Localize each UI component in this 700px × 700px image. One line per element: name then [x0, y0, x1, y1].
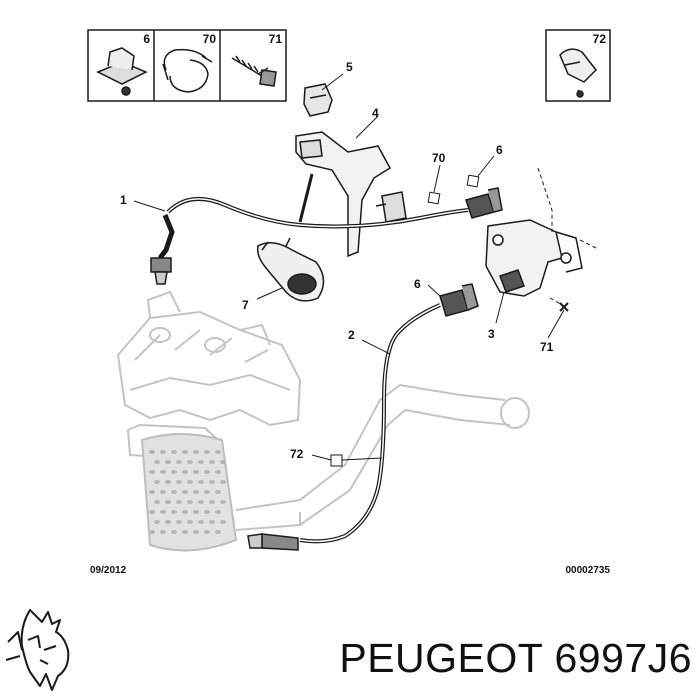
marker-6-square [466, 174, 480, 188]
drawing-number: 00002735 [566, 565, 611, 576]
callout-2: 2 [348, 328, 355, 342]
inset-label-6: 6 [143, 32, 150, 46]
bracket-part-4-icon [295, 131, 407, 258]
inset-label-72: 72 [593, 32, 607, 46]
diagram-date: 09/2012 [90, 565, 127, 576]
inset-box-72 [545, 29, 611, 102]
clip-part-6-icon [96, 47, 148, 96]
marker-72-square [330, 454, 343, 467]
bolt-part-71-icon [231, 55, 277, 87]
inset-label-70: 70 [203, 32, 217, 46]
catalytic-converter-ghost [140, 433, 238, 552]
oxygen-sensor-2-icon [247, 283, 479, 551]
callout-7: 7 [242, 298, 249, 312]
marker-70-square [427, 191, 441, 205]
inset-label-71: 71 [269, 32, 283, 46]
brand-caption: PEUGEOT 6997J6 [339, 635, 692, 681]
exhaust-pipe-ghost [235, 383, 530, 531]
callout-4: 4 [372, 106, 379, 120]
clip-part-5-icon [303, 83, 333, 117]
callout-6-upper: 6 [496, 143, 503, 157]
exhaust-manifold-ghost [116, 290, 302, 462]
bracket-arrow [298, 173, 314, 223]
heat-shield-part-7-icon [256, 237, 325, 302]
callout-72: 72 [290, 447, 304, 461]
lion-icon [5, 609, 70, 691]
callout-71: 71 [540, 340, 554, 354]
marker-71-cross [559, 302, 569, 312]
leader-lines [133, 73, 597, 461]
callout-70: 70 [432, 151, 446, 165]
callout-1: 1 [120, 193, 127, 207]
callout-5: 5 [346, 60, 353, 74]
bracket-part-3-icon [485, 219, 583, 297]
oxygen-sensor-1-icon [150, 187, 503, 285]
callout-3: 3 [488, 327, 495, 341]
callout-6-lower: 6 [414, 277, 421, 291]
clip-part-72-icon [559, 48, 597, 98]
inset-box-6-70-71 [87, 29, 287, 102]
clamp-part-70-icon [162, 48, 213, 93]
